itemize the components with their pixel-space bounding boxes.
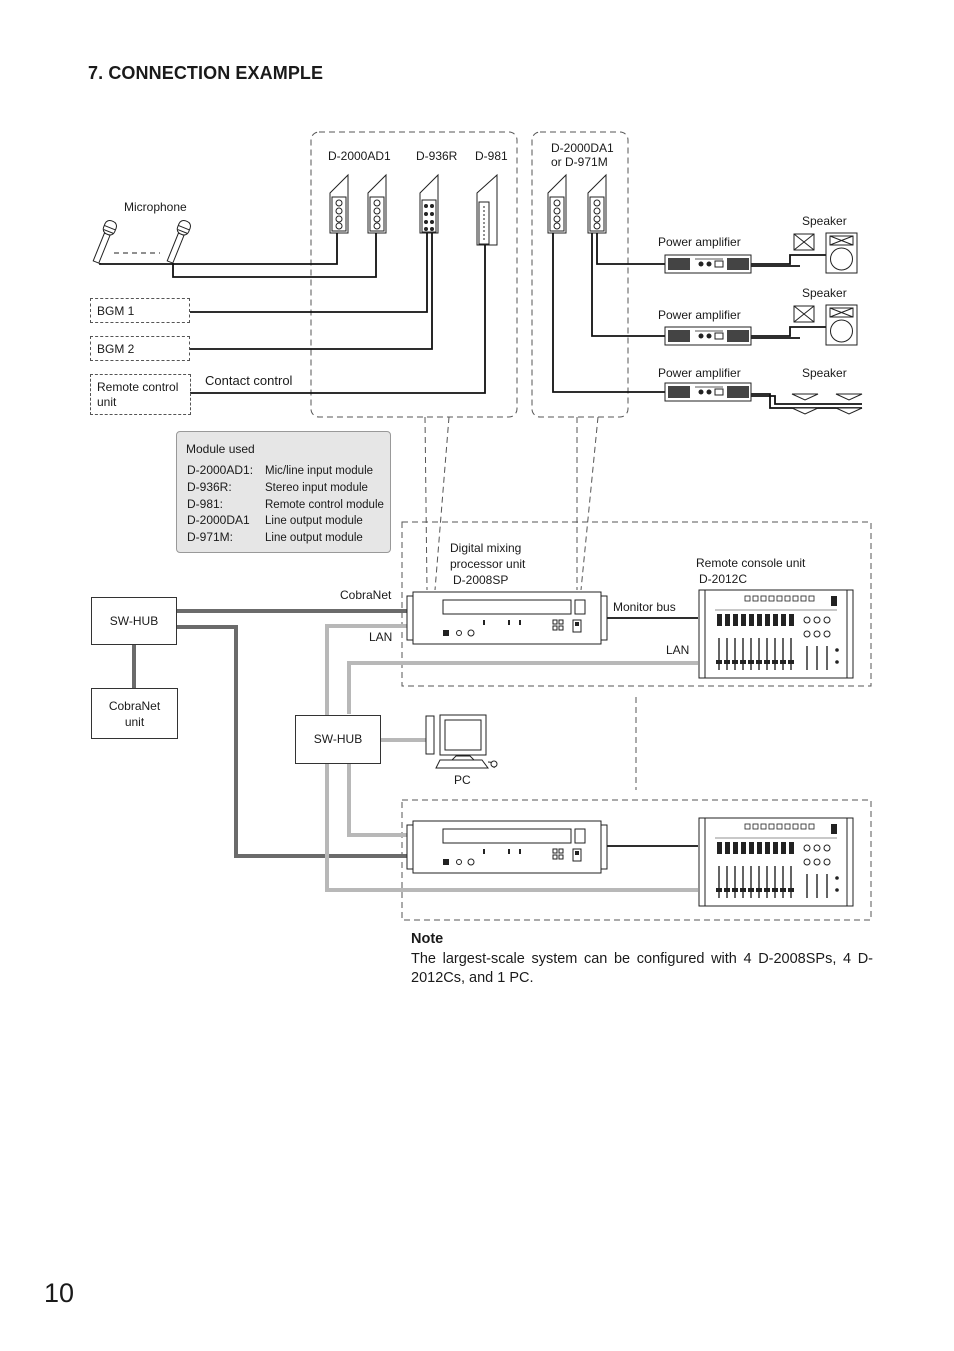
label-d2000da1: D-2000DA1 xyxy=(551,141,614,155)
cabinet-speaker-icon-1 xyxy=(825,232,858,274)
power-amplifier-2 xyxy=(664,326,752,346)
label-power-amp-2: Power amplifier xyxy=(658,308,741,322)
module-desc: Remote control module xyxy=(265,499,384,511)
cobranet-unit-line2: unit xyxy=(124,715,145,729)
module-name: D-971M: xyxy=(187,530,234,544)
module-desc: Line output module xyxy=(265,515,363,527)
input-rack-group xyxy=(310,131,518,418)
module-name: D-936R: xyxy=(187,480,232,494)
module-row: D-2000DA1 Line output module xyxy=(187,513,363,529)
console-label-line1: Remote console unit xyxy=(696,556,806,570)
module-d2000ad1-a xyxy=(329,174,349,234)
cabinet-speaker-icon-2 xyxy=(825,304,858,346)
module-used-panel: Module used D-2000AD1: Mic/line input mod… xyxy=(176,431,391,553)
cobranet-unit: CobraNet unit xyxy=(91,688,178,739)
section-title: 7. CONNECTION EXAMPLE xyxy=(88,63,324,83)
console-label-line2: D-2012C xyxy=(699,572,748,586)
label-lan-right: LAN xyxy=(666,643,690,657)
console-d2012c-1 xyxy=(698,589,854,679)
label-power-amp-1: Power amplifier xyxy=(658,235,741,249)
label-lan-left: LAN xyxy=(369,630,393,644)
module-row: D-971M: Line output module xyxy=(187,530,363,546)
label-monitor-bus: Monitor bus xyxy=(613,600,676,614)
processor-label-line1: Digital mixing xyxy=(450,541,522,555)
module-desc: Stereo input module xyxy=(265,482,368,494)
processor-d2008sp-2 xyxy=(406,820,608,874)
processor-d2008sp-1 xyxy=(406,591,608,645)
note-block: Note The largest-scale system can be con… xyxy=(411,930,873,989)
module-d2000ad1-b xyxy=(367,174,387,234)
processor-label-line2: processor unit xyxy=(450,557,526,571)
module-desc: Mic/line input module xyxy=(265,465,374,477)
module-row: D-936R: Stereo input module xyxy=(187,480,368,496)
label-d936r: D-936R xyxy=(416,149,458,163)
label-speaker-3: Speaker xyxy=(802,366,847,380)
power-amplifier-3 xyxy=(664,382,752,402)
monitor-bus-lines xyxy=(601,617,698,847)
rack-to-processor-connectors xyxy=(424,416,599,591)
ceiling-speaker-icon-1 xyxy=(791,407,819,415)
module-name: D-2000DA1 xyxy=(187,513,250,527)
sw-hub-middle-label: SW-HUB xyxy=(313,732,363,746)
output-rack-group xyxy=(531,131,629,418)
label-power-amp-3: Power amplifier xyxy=(658,366,741,380)
sw-hub-middle: SW-HUB xyxy=(295,715,381,764)
label-cobranet: CobraNet xyxy=(340,588,392,602)
note-heading: Note xyxy=(411,931,444,947)
label-microphone: Microphone xyxy=(124,200,187,214)
power-amplifier-1 xyxy=(664,254,752,274)
module-d2000da1-a xyxy=(547,174,567,234)
ceiling-speaker-icon-2 xyxy=(835,407,863,415)
label-contact-control: Contact control xyxy=(205,373,293,388)
label-d971m: or D-971M xyxy=(551,155,608,169)
system-group-2 xyxy=(401,799,872,921)
note-text: The largest-scale system can be configur… xyxy=(411,950,873,987)
bgm1-label: BGM 1 xyxy=(97,304,135,318)
ceiling-speaker-icon-3 xyxy=(791,393,819,401)
label-speaker-1: Speaker xyxy=(802,214,847,228)
label-d2000ad1: D-2000AD1 xyxy=(328,149,391,163)
module-d981 xyxy=(476,173,498,246)
module-d936r xyxy=(419,173,439,234)
bgm2-source: BGM 2 xyxy=(90,336,190,361)
module-name: D-981: xyxy=(187,497,224,511)
module-row: D-981: Remote control module xyxy=(187,497,384,513)
pc-icon xyxy=(425,714,498,769)
cobranet-lines xyxy=(132,609,413,858)
module-used-heading: Module used xyxy=(186,442,255,456)
processor-label-line3: D-2008SP xyxy=(453,573,509,587)
remote-label-line1: Remote control xyxy=(97,380,179,394)
sw-hub-top: SW-HUB xyxy=(91,597,177,645)
sw-hub-top-label: SW-HUB xyxy=(109,614,159,628)
horn-speaker-icon-2 xyxy=(793,305,815,323)
remote-label-line2: unit xyxy=(97,395,117,409)
console-d2012c-2 xyxy=(698,817,854,907)
bgm1-source: BGM 1 xyxy=(90,298,190,323)
label-speaker-2: Speaker xyxy=(802,286,847,300)
cobranet-unit-line1: CobraNet xyxy=(108,699,161,713)
ceiling-speaker-icon-4 xyxy=(835,393,863,401)
module-d2000da1-b xyxy=(587,174,607,234)
input-wiring xyxy=(99,233,486,394)
label-pc: PC xyxy=(454,773,471,787)
module-name: D-2000AD1: xyxy=(187,463,254,477)
horn-speaker-icon-1 xyxy=(793,233,815,251)
page-number: 10 xyxy=(44,1278,75,1308)
remote-control-unit: Remote control unit xyxy=(90,374,191,415)
module-desc: Line output module xyxy=(265,532,363,544)
bgm2-label: BGM 2 xyxy=(97,342,135,356)
system-group-1 xyxy=(401,521,872,687)
module-row: D-2000AD1: Mic/line input module xyxy=(187,463,373,479)
microphone-icon xyxy=(92,219,192,264)
label-d981: D-981 xyxy=(475,149,508,163)
